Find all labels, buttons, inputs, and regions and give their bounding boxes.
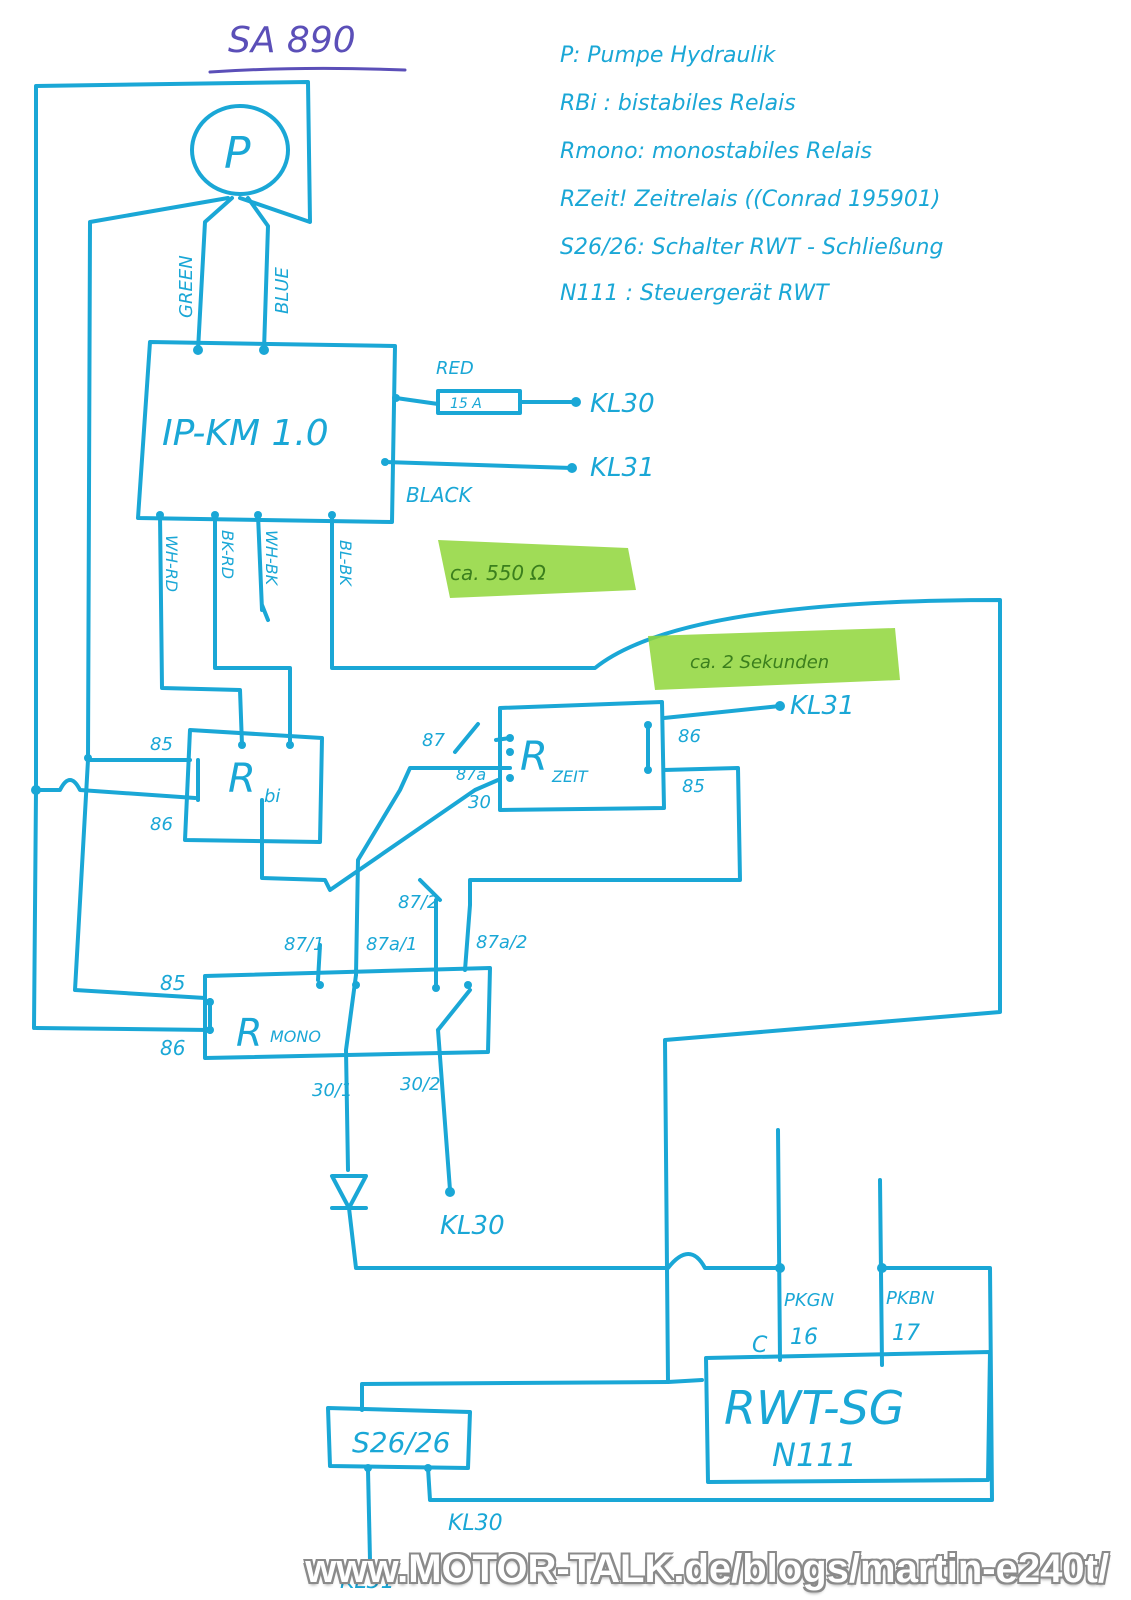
relay-mono-sub: MONO bbox=[270, 1027, 321, 1046]
highlight-delay bbox=[648, 628, 900, 690]
wire-wh-rd bbox=[158, 513, 244, 747]
zeit-pin-86: 86 bbox=[678, 726, 701, 747]
fuse bbox=[436, 389, 522, 415]
wire-outer-loop bbox=[32, 80, 312, 1030]
control-unit-label: RWT-SG bbox=[724, 1381, 904, 1435]
title-underline bbox=[208, 66, 407, 74]
mono-pin-30-2: 30/2 bbox=[400, 1074, 440, 1095]
pin-16: 16 bbox=[790, 1325, 818, 1350]
highlight-resistance bbox=[438, 540, 636, 598]
wire-blue bbox=[246, 196, 270, 352]
wire-diode-pkgn bbox=[347, 1206, 782, 1270]
label-blue: BLUE bbox=[272, 266, 293, 314]
mono-pin-85: 85 bbox=[160, 971, 185, 995]
label-bl-bk: BL-BK bbox=[336, 540, 355, 587]
wire-pkgn bbox=[776, 1128, 782, 1362]
wire-wh-bk bbox=[256, 513, 270, 622]
wire-mono-86 bbox=[34, 1026, 212, 1032]
terminal-kl31-bottom: KL31 bbox=[340, 1569, 395, 1594]
relay-mono-label: R bbox=[236, 1011, 262, 1055]
module-label: IP-KM 1.0 bbox=[162, 413, 329, 454]
wire-mono-30-1 bbox=[344, 973, 358, 1172]
zeit-pin-87: 87 bbox=[422, 730, 445, 751]
label-pkgn: PKGN bbox=[784, 1290, 834, 1311]
mono-pin-87a-2: 87a/2 bbox=[476, 932, 527, 953]
wire-zeit-85 bbox=[463, 766, 742, 972]
label-wh-rd: WH-RD bbox=[162, 535, 181, 592]
wire-mono-30-2 bbox=[436, 988, 472, 1192]
relay-zeit-label: R bbox=[520, 734, 548, 780]
mono-pin-86: 86 bbox=[160, 1036, 185, 1060]
pin-c: C bbox=[752, 1333, 768, 1358]
terminal-kl31-top: KL31 bbox=[590, 453, 655, 483]
switch-box bbox=[326, 1406, 472, 1470]
mono-pin-87a-1: 87a/1 bbox=[366, 934, 417, 955]
legend-line-3: Rmono: monostabiles Relais bbox=[560, 139, 872, 164]
bi-pin-86: 86 bbox=[150, 814, 173, 835]
wire-red bbox=[394, 396, 578, 406]
wire-switch-feed bbox=[360, 1380, 670, 1412]
label-pkbn: PKBN bbox=[886, 1288, 934, 1309]
legend-line-2: RBi : bistabiles Relais bbox=[560, 91, 796, 116]
legend-line-1: P: Pumpe Hydraulik bbox=[560, 43, 777, 68]
diagram-title: SA 890 bbox=[228, 20, 356, 61]
relay-bi-sub: bi bbox=[264, 786, 280, 807]
wire-pump-return bbox=[86, 196, 230, 762]
pump-label: P bbox=[224, 128, 251, 179]
note-delay: ca. 2 Sekunden bbox=[690, 652, 829, 673]
legend-line-6: N111 : Steuergerät RWT bbox=[560, 281, 830, 306]
wire-green bbox=[196, 196, 234, 352]
label-bk-rd: BK-RD bbox=[218, 530, 237, 579]
wire-kl30-bottom bbox=[426, 1266, 994, 1502]
pin-17: 17 bbox=[892, 1321, 920, 1346]
bi-pin-85: 85 bbox=[150, 734, 173, 755]
mono-pin-30-1: 30/1 bbox=[312, 1080, 352, 1101]
wire-zeit-kl31 bbox=[662, 704, 782, 720]
terminal-kl31-zeit: KL31 bbox=[790, 691, 855, 721]
relay-bi-label: R bbox=[228, 756, 256, 802]
control-unit-box bbox=[704, 1350, 992, 1484]
legend-line-5: S26/26: Schalter RWT - Schließung bbox=[560, 235, 943, 260]
control-unit-sub: N111 bbox=[772, 1436, 857, 1474]
module-box bbox=[136, 340, 397, 524]
zeit-pin-85: 85 bbox=[682, 776, 705, 797]
switch-label: S26/26 bbox=[352, 1426, 450, 1459]
wire-bl-bk bbox=[330, 513, 1002, 1384]
wire-zeit-30 bbox=[354, 766, 512, 977]
label-red: RED bbox=[436, 358, 474, 379]
wire-black bbox=[383, 460, 574, 470]
mono-pin-87-2: 87/2 bbox=[398, 892, 438, 913]
terminal-kl30-bottom: KL30 bbox=[448, 1511, 503, 1536]
relay-bi-box bbox=[183, 728, 324, 844]
mono-pin-87-1: 87/1 bbox=[284, 934, 324, 955]
relay-zeit-sub: ZEIT bbox=[551, 767, 589, 786]
wire-bk-rd bbox=[213, 513, 292, 747]
wire-kl31-bottom bbox=[366, 1468, 372, 1562]
mono-87-2 bbox=[418, 878, 442, 990]
terminal-kl30-mono: KL30 bbox=[440, 1211, 505, 1241]
pump-circle bbox=[190, 104, 290, 196]
wire-mono-85 bbox=[73, 758, 207, 1000]
fuse-label: 15 A bbox=[450, 396, 482, 412]
zeit-pin-87a: 87a bbox=[456, 765, 486, 784]
label-black: BLACK bbox=[406, 483, 474, 507]
diode bbox=[330, 1174, 368, 1210]
note-resistance: ca. 550 Ω bbox=[450, 561, 546, 585]
watermark: www.MOTOR-TALK.de/blogs/martin-e240t/ bbox=[305, 1547, 1109, 1591]
mono-87-1 bbox=[316, 943, 322, 982]
relay-zeit-box bbox=[498, 700, 666, 812]
legend-line-4: RZeit! Zeitrelais ((Conrad 195901) bbox=[560, 187, 941, 212]
label-green: GREEN bbox=[176, 255, 197, 318]
label-wh-bk: WH-BK bbox=[262, 530, 281, 587]
zeit-pin-30: 30 bbox=[468, 792, 491, 813]
terminal-kl30-top: KL30 bbox=[590, 389, 655, 419]
wire-bi-zeit bbox=[260, 778, 500, 892]
wire-bi-86 bbox=[32, 778, 197, 800]
